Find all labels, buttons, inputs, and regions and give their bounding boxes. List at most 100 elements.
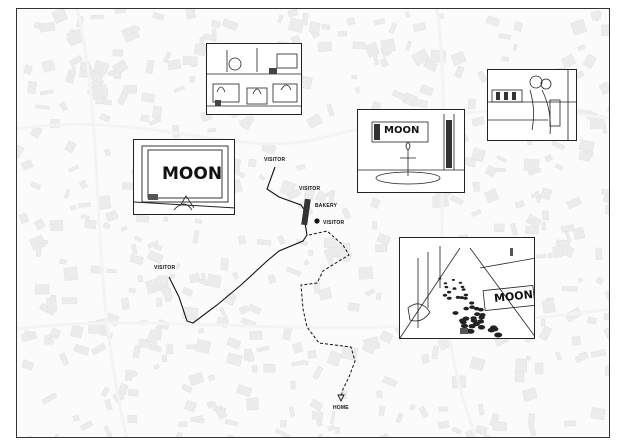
- cobblestone: [443, 282, 448, 285]
- map-block: [606, 103, 609, 114]
- map-block: [528, 424, 537, 437]
- map-block: [160, 285, 174, 301]
- map-block: [251, 365, 258, 373]
- map-block: [127, 415, 138, 424]
- map-block: [63, 266, 79, 282]
- map-block: [280, 419, 287, 428]
- map-block: [189, 75, 196, 84]
- visitor-dot: [314, 218, 320, 224]
- map-block: [198, 328, 205, 334]
- map-block: [286, 188, 302, 201]
- map-block: [249, 330, 263, 341]
- street-drawing: [400, 246, 534, 338]
- map-block: [125, 25, 141, 36]
- map-block: [472, 181, 481, 193]
- map-block: [375, 292, 382, 301]
- map-block: [73, 343, 90, 356]
- map-block: [140, 92, 155, 103]
- map-block: [207, 128, 217, 133]
- map-block: [373, 18, 386, 26]
- map-block: [485, 15, 501, 27]
- map-block: [493, 223, 505, 233]
- map-block: [153, 243, 163, 251]
- map-block: [324, 237, 337, 249]
- map-block: [256, 239, 272, 246]
- map-block: [207, 374, 216, 382]
- map-block: [267, 274, 277, 285]
- map-block: [308, 249, 314, 256]
- map-block: [326, 103, 335, 117]
- map-block: [125, 370, 138, 381]
- map-block: [595, 276, 604, 285]
- cobblestone: [455, 295, 461, 299]
- map-block: [590, 10, 601, 21]
- people-drawing: [488, 70, 576, 140]
- map-block: [437, 420, 450, 429]
- map-block: [112, 49, 124, 57]
- map-block: [361, 338, 378, 355]
- map-block: [140, 114, 150, 123]
- map-block: [247, 158, 257, 168]
- map-block: [563, 420, 576, 427]
- map-block: [540, 187, 553, 201]
- cobblestone: [458, 281, 463, 284]
- map-block: [188, 272, 201, 284]
- map-block: [41, 59, 56, 73]
- map-block: [449, 194, 464, 206]
- map-block: [237, 234, 247, 245]
- map-block: [163, 216, 169, 222]
- map-block: [152, 11, 165, 21]
- map-block: [49, 327, 62, 340]
- map-block: [578, 139, 595, 153]
- map-block: [35, 246, 42, 258]
- map-block: [134, 235, 143, 243]
- map-block: [318, 287, 333, 301]
- map-block: [181, 286, 194, 297]
- map-block: [412, 21, 427, 33]
- map-block: [37, 239, 48, 244]
- map-block: [182, 56, 198, 66]
- visitor-route-left: [168, 222, 308, 324]
- map-block: [203, 33, 216, 41]
- map-block: [314, 190, 328, 204]
- map-block: [263, 364, 276, 373]
- map-block: [162, 51, 172, 64]
- map-block: [347, 302, 360, 313]
- sketch-counter-people: [487, 69, 577, 141]
- map-block: [327, 424, 336, 432]
- map-block: [35, 104, 50, 110]
- sketch-shop-interior: MOON: [357, 109, 465, 193]
- map-block: [570, 18, 588, 36]
- map-block: [173, 431, 184, 437]
- map-block: [395, 412, 404, 424]
- map-block: [178, 421, 188, 428]
- map-block: [44, 338, 54, 345]
- map-block: [161, 354, 168, 363]
- map-block: [194, 218, 203, 224]
- map-block: [84, 219, 97, 230]
- map-block: [132, 344, 141, 359]
- map-block: [489, 412, 500, 427]
- label-visitor-top: VISITOR: [264, 157, 286, 163]
- map-block: [598, 81, 609, 96]
- cobblestone: [473, 306, 480, 311]
- cobblestone: [478, 315, 485, 320]
- map-block: [103, 148, 112, 157]
- map-block: [274, 428, 291, 437]
- map-block: [603, 323, 609, 340]
- map-block: [210, 401, 219, 411]
- map-block: [135, 214, 150, 223]
- map-block: [100, 386, 110, 398]
- cobblestone: [474, 312, 481, 317]
- label-home: HOME: [333, 405, 349, 411]
- map-block: [39, 21, 56, 33]
- map-block: [309, 398, 324, 412]
- map-block: [286, 266, 302, 277]
- map-block: [418, 405, 429, 419]
- cobblestone: [469, 305, 475, 309]
- map-block: [120, 225, 128, 232]
- map-block: [199, 37, 204, 45]
- cobblestone: [477, 325, 486, 330]
- map-block: [306, 113, 323, 129]
- map-block: [106, 268, 118, 274]
